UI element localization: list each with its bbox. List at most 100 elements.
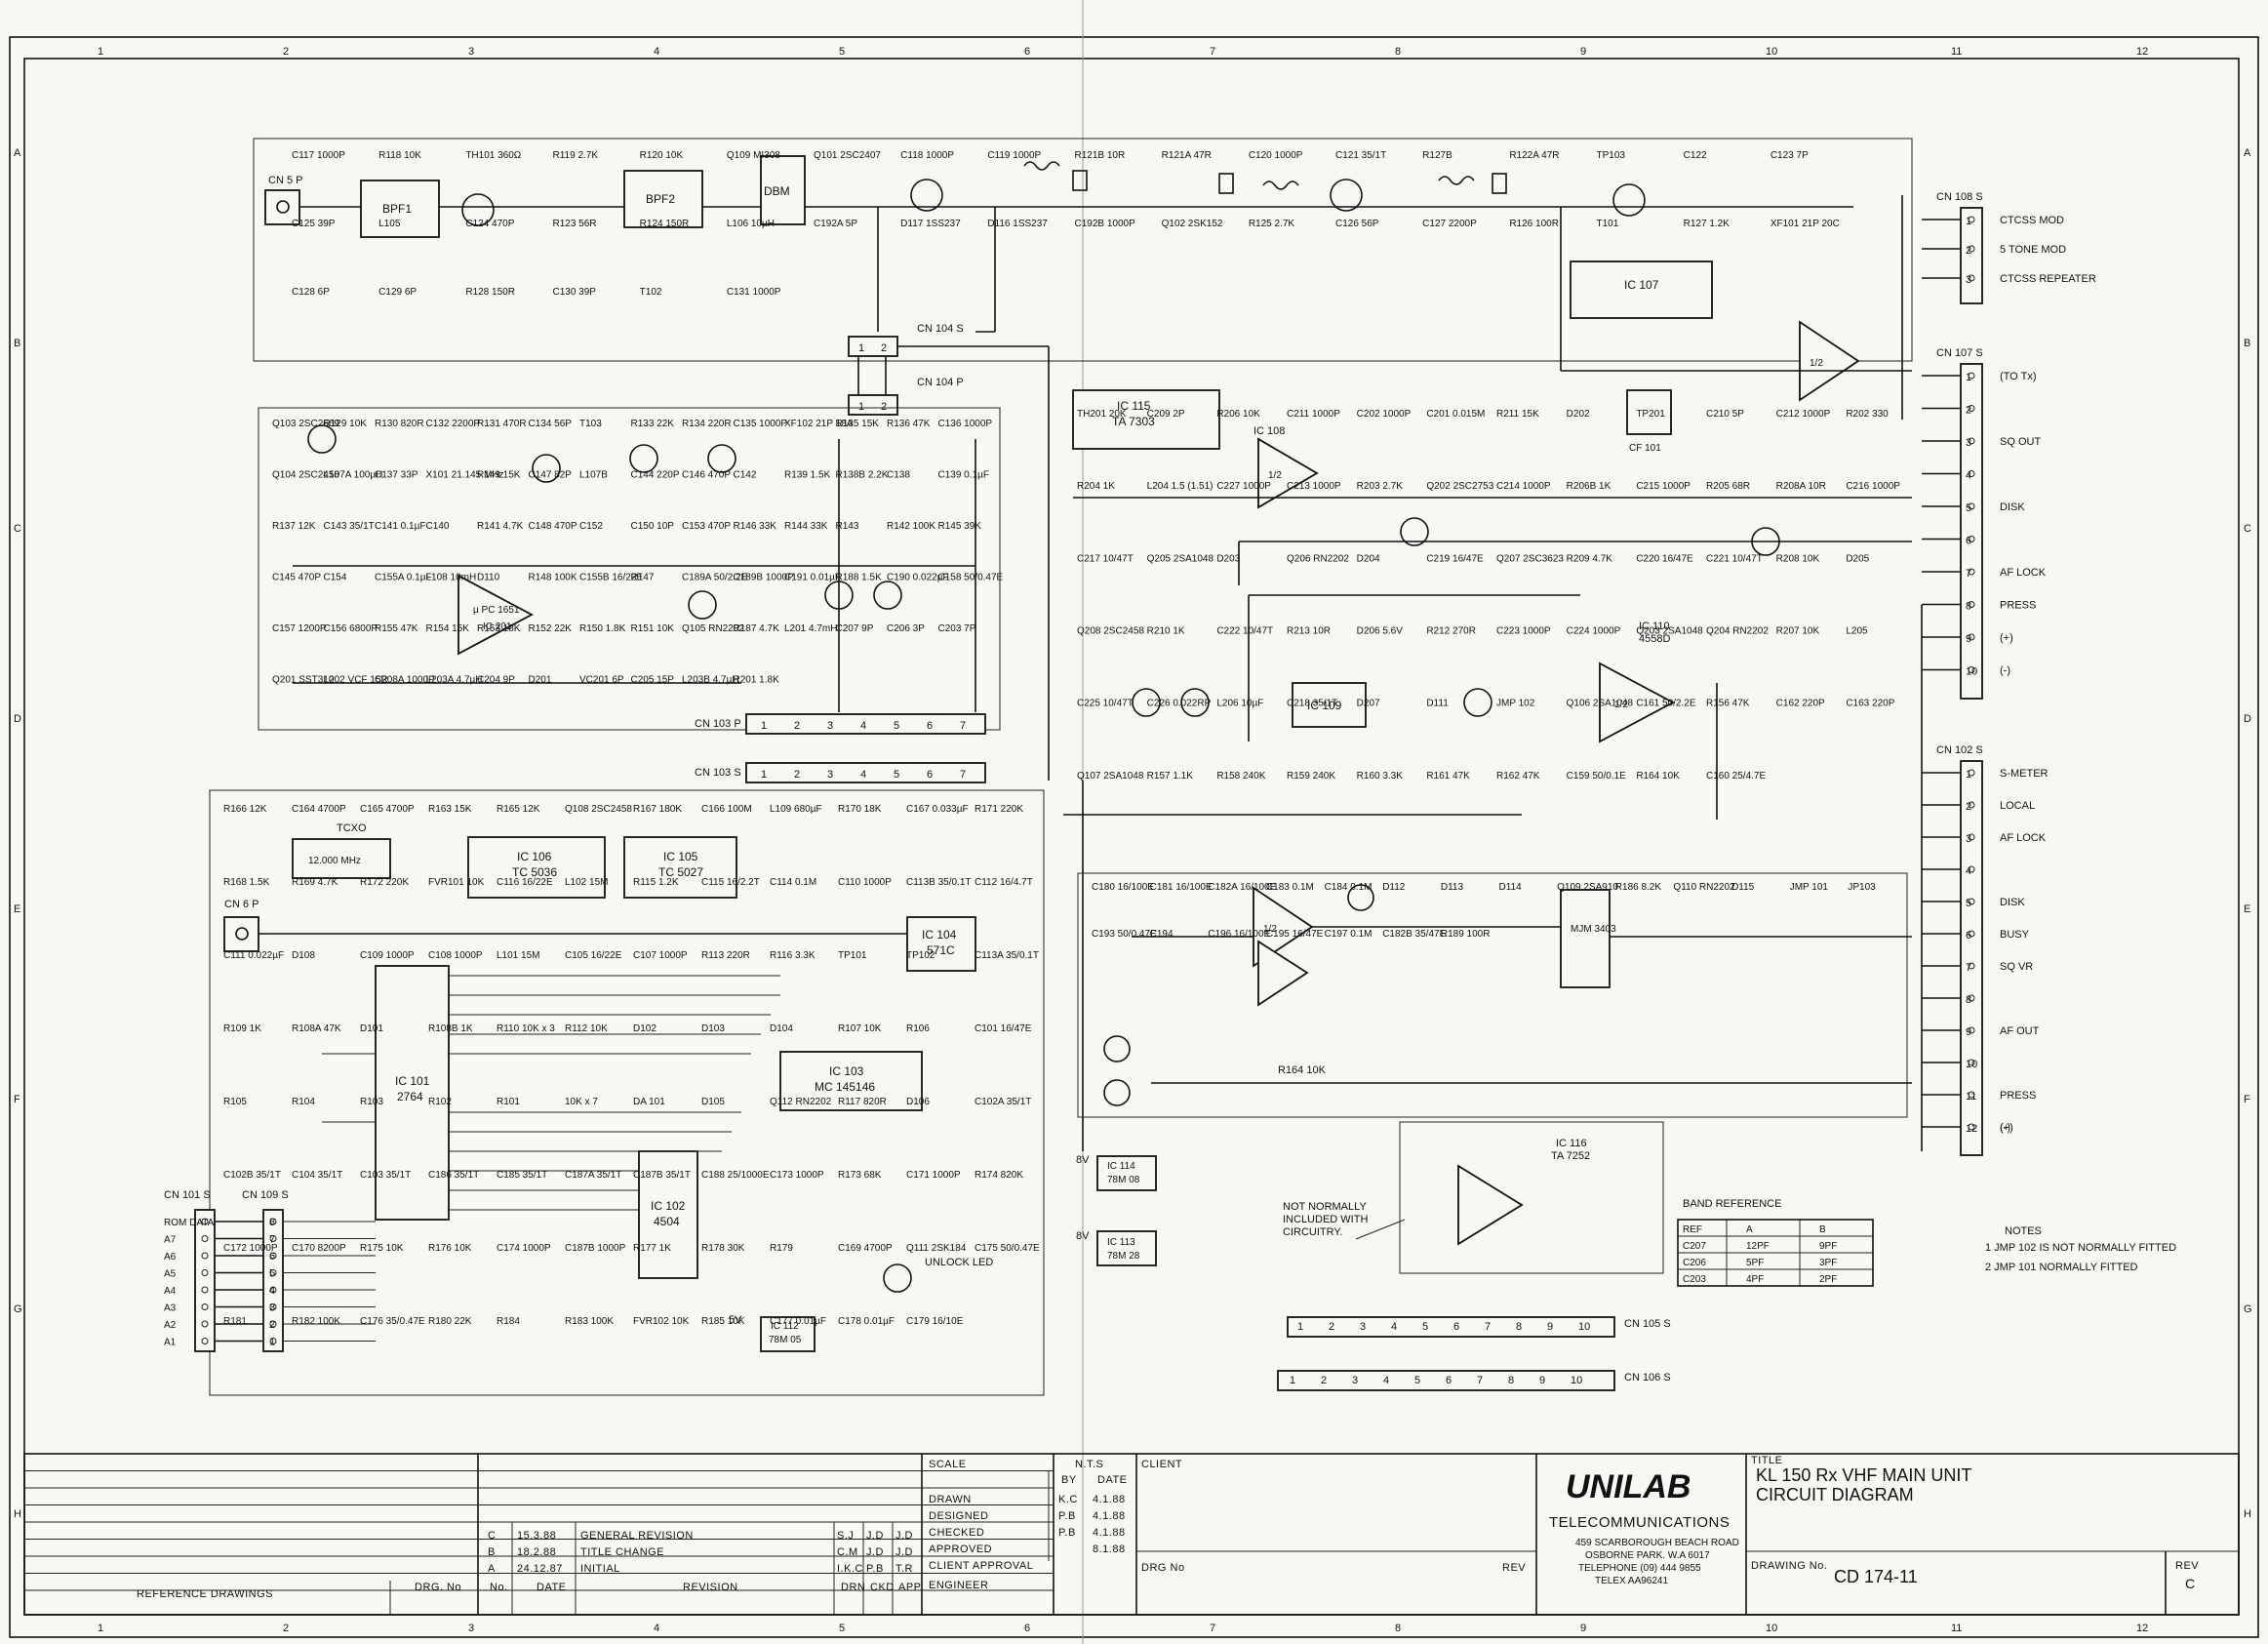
connector-pin: 5 (1966, 502, 1971, 514)
connector-signal-label: S-METER (2000, 768, 2049, 780)
svg-text:REV: REV (2175, 1560, 2199, 1572)
connector-pin: 9 (1966, 633, 1971, 645)
component-label: R154 15K (426, 623, 470, 634)
svg-text:P.B: P.B (1058, 1527, 1076, 1539)
connector-pin: 7 (1485, 1321, 1491, 1333)
component-label: R102 (428, 1097, 452, 1107)
component-label: Q104 2SC2458 (272, 470, 339, 481)
component-label: R170 18K (838, 804, 882, 815)
grid-col-label: 6 (1024, 46, 1030, 58)
pin-circle (269, 1303, 277, 1310)
connector-pin: 4 (860, 720, 866, 732)
component-label: C193 50/0.47E (1092, 929, 1157, 940)
svg-text:ENGINEER: ENGINEER (929, 1580, 988, 1591)
component-label: Q201 SST310 (272, 675, 335, 686)
ic106-block (467, 836, 606, 899)
connector-pin: 3 (827, 769, 833, 781)
connector-pin: 10 (1966, 1059, 1977, 1070)
component-label: C154 (324, 573, 347, 583)
component-label: C187B 35/1T (633, 1170, 691, 1181)
grid-col-label: 10 (1766, 1623, 1777, 1634)
connector-pin: 2 (794, 769, 800, 781)
connector-pin: 9 (1966, 1026, 1971, 1038)
grid-row-label: F (14, 1094, 20, 1105)
connector-pin: 4 (1966, 865, 1971, 877)
pin-circle (1968, 245, 1975, 253)
component-label: C205 15P (631, 675, 675, 686)
connector-pin: 4 (1966, 470, 1971, 482)
component-label: C223 1000P (1496, 626, 1551, 637)
pin-circle (1968, 833, 1975, 841)
bpf2-block (623, 170, 703, 228)
connector-pin: 7 (960, 769, 966, 781)
rev-app: J.D (895, 1530, 913, 1542)
rev-text: GENERAL REVISION (580, 1530, 694, 1542)
component-label: C163 220P (1846, 699, 1894, 709)
component-label: R122A 47R (1509, 150, 1559, 161)
component-label: C130 39P (553, 287, 597, 298)
component-label: R183 100K (565, 1316, 614, 1327)
connector-pin: 8 (269, 1217, 275, 1228)
pin-circle (201, 1320, 209, 1328)
connector-pin: 9 (1547, 1321, 1553, 1333)
component-label: D108 (292, 950, 315, 961)
pin-circle (269, 1269, 277, 1276)
component-label: C166 100M (701, 804, 752, 815)
pin-circle (1968, 865, 1975, 873)
component-label: C137 33P (375, 470, 418, 481)
pin-circle (1968, 405, 1975, 412)
connector-signal-label: CTCSS REPEATER (2000, 273, 2096, 285)
svg-text:CKD: CKD (870, 1582, 895, 1593)
component-label: R109 1K (223, 1023, 261, 1034)
pin-circle (269, 1235, 277, 1242)
component-label: C102A 35/1T (975, 1097, 1031, 1107)
scale-label: SCALE (929, 1459, 967, 1470)
svg-text:IC 103: IC 103 (829, 1064, 864, 1078)
component-label: R169 4.7K (292, 877, 338, 888)
component-label: R139 1.5K (784, 470, 831, 481)
component-label: C196 16/100E (1208, 929, 1270, 940)
component-label: C164 4700P (292, 804, 346, 815)
component-label: Q205 2SA1048 (1147, 553, 1214, 564)
svg-text:NOTES: NOTES (2005, 1225, 2042, 1237)
component-label: D106 (906, 1097, 930, 1107)
component-label: C146 470P (682, 470, 731, 481)
svg-text:CN 109 S: CN 109 S (242, 1189, 289, 1201)
grid-col-label: 3 (468, 1623, 474, 1634)
component-label: L202 VCF 15R (324, 675, 388, 686)
svg-text:TELEPHONE (09) 444 9855: TELEPHONE (09) 444 9855 (1578, 1563, 1701, 1574)
svg-text:TA 7252: TA 7252 (1551, 1150, 1590, 1162)
svg-text:IC 108: IC 108 (1253, 425, 1285, 437)
pin-circle (201, 1218, 209, 1225)
pin-circle (1968, 1123, 1975, 1131)
component-label: JP103 (1848, 882, 1876, 893)
component-label: Q107 2SA1048 (1077, 771, 1144, 782)
connector-signal-label: AF OUT (2000, 1025, 2040, 1037)
pin-circle (1968, 994, 1975, 1002)
grid-col-label: 12 (2136, 46, 2148, 58)
component-label: R118 10K (378, 150, 421, 161)
svg-text:REFERENCE DRAWINGS: REFERENCE DRAWINGS (137, 1588, 273, 1600)
ic107-label: IC 107 (1624, 278, 1659, 292)
svg-text:IC 113: IC 113 (1107, 1237, 1135, 1248)
component-label: D116 1SS237 (987, 219, 1048, 229)
component-label: C155A 0.1µF (375, 573, 432, 583)
svg-text:4.1.88: 4.1.88 (1093, 1527, 1126, 1539)
component-label: R104 (292, 1097, 315, 1107)
svg-text:IC 102: IC 102 (651, 1199, 686, 1213)
svg-text:TITLE: TITLE (1751, 1455, 1782, 1466)
component-label: C141 0.1µF (375, 521, 425, 532)
component-label: TP101 (838, 950, 867, 961)
component-label: R204 1K (1077, 481, 1115, 492)
connector-pin: 5 (269, 1268, 275, 1280)
component-label: R110 10K x 3 (497, 1023, 555, 1034)
component-label: C214 1000P (1496, 481, 1551, 492)
component-label: C153 470P (682, 521, 731, 532)
component-label: C218 35/1T (1287, 699, 1337, 709)
component-label: C123 7P (1771, 150, 1809, 161)
component-label: R144 33K (784, 521, 828, 532)
svg-text:TC 5036: TC 5036 (512, 865, 557, 879)
